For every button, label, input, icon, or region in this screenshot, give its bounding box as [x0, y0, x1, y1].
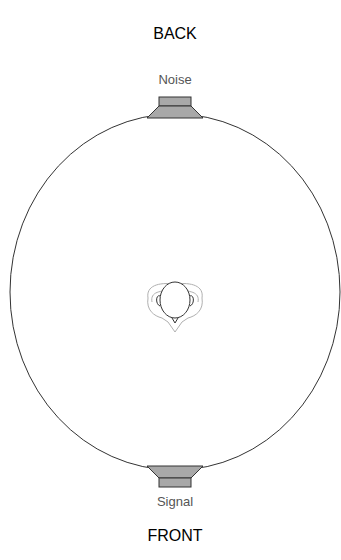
speaker-circle — [10, 114, 340, 470]
signal-speaker — [147, 466, 203, 487]
listener-head — [148, 282, 203, 332]
speaker-label: Signal — [157, 494, 193, 510]
noise-speaker — [147, 97, 203, 118]
speaker-label: Noise — [158, 72, 191, 88]
direction-label: BACK — [153, 24, 197, 43]
direction-label: FRONT — [147, 526, 202, 545]
